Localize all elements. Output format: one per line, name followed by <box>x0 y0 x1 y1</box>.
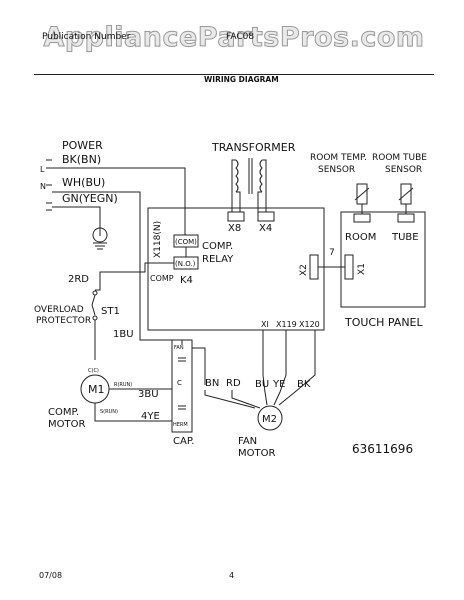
label-fan-motor-2: MOTOR <box>238 448 275 459</box>
transformer: TRANSFORMER <box>211 141 296 212</box>
footer-date: 07/08 <box>39 571 63 580</box>
label-comp-motor-1: COMP. <box>48 407 79 418</box>
label-seven: 7 <box>329 248 335 258</box>
label-c-com: C(C) <box>88 368 99 374</box>
label-no: (N.O.) <box>175 260 196 268</box>
power-plug <box>46 159 52 211</box>
page-header: AppliancePartsPros.com Publication Numbe… <box>34 22 434 84</box>
label-three-bu: 3BU <box>138 389 159 400</box>
label-comp: COMP <box>150 274 174 283</box>
label-bn: BN <box>205 378 219 389</box>
label-st1: ST1 <box>101 306 120 317</box>
page-title: WIRING DIAGRAM <box>204 75 279 84</box>
footer-page-number: 4 <box>229 571 235 580</box>
label-room-temp-1: ROOM TEMP. <box>310 153 367 163</box>
room-connector <box>353 213 371 223</box>
label-wh-bu: WH(BU) <box>62 176 105 189</box>
label-m1: M1 <box>88 383 105 396</box>
label-bk: BK <box>297 379 311 390</box>
tube-connector <box>397 213 415 223</box>
label-fan-motor-1: FAN <box>238 436 257 447</box>
capacitor <box>171 339 193 433</box>
label-one-bu: 1BU <box>113 329 134 340</box>
label-r-run: R(RUN) <box>114 382 132 388</box>
label-herm: HERM <box>173 422 188 428</box>
label-k4: K4 <box>180 275 193 286</box>
label-l: L <box>40 165 45 174</box>
overload-protector-icon <box>91 290 98 321</box>
wire-relay-comp <box>122 262 174 273</box>
label-tube: TUBE <box>391 232 419 243</box>
label-x4: X4 <box>259 223 272 234</box>
label-room: ROOM <box>345 232 376 243</box>
label-bu: BU <box>255 379 269 390</box>
label-xi: XI <box>261 320 269 329</box>
label-room-tube-2: SENSOR <box>385 165 422 175</box>
label-x2: X2 <box>299 264 309 276</box>
label-x120: X120 <box>299 320 320 329</box>
label-room-temp-2: SENSOR <box>318 165 355 175</box>
capacitor-plates <box>178 357 186 410</box>
label-comp-relay-1: COMP. <box>202 241 233 252</box>
label-x119: X119 <box>276 320 297 329</box>
label-comp-motor-2: MOTOR <box>48 419 85 430</box>
wire-fan-cap <box>192 347 206 385</box>
wire-wh-to-cap <box>139 230 183 345</box>
label-comp-relay-2: RELAY <box>202 254 234 265</box>
wire-4ye <box>94 403 172 422</box>
label-x8: X8 <box>228 223 241 234</box>
wire-rd <box>231 390 261 409</box>
wire-bu <box>262 330 268 406</box>
part-number: 63611696 <box>352 442 413 456</box>
label-rd: RD <box>226 378 241 389</box>
label-c: C <box>177 379 182 387</box>
label-gn-yegn: GN(YEGN) <box>62 192 118 205</box>
connector-x4: X4 <box>257 211 275 234</box>
tube-sensor-icon <box>398 183 414 205</box>
control-board <box>147 207 325 331</box>
model-label: FAC08 <box>226 32 255 42</box>
label-four-ye: 4YE <box>141 411 160 422</box>
label-com: (COM) <box>175 238 197 246</box>
label-n: N <box>40 182 46 191</box>
connector-x8: X8 <box>227 211 245 234</box>
wire-2rd <box>95 271 122 291</box>
header-rule <box>34 74 434 75</box>
wire-ye <box>273 330 287 406</box>
label-transformer: TRANSFORMER <box>211 141 296 154</box>
label-power: POWER <box>62 139 103 152</box>
label-touch-panel: TOUCH PANEL <box>344 316 424 329</box>
label-s-run: S(RUN) <box>100 409 118 415</box>
label-m2: M2 <box>262 414 277 425</box>
fan-motor-m2 <box>257 405 283 431</box>
room-sensor-icon <box>354 183 370 205</box>
wire-bn <box>204 390 256 409</box>
wire-wh-power <box>52 191 141 230</box>
ground-icon <box>92 227 108 250</box>
label-cap: CAP. <box>173 436 194 447</box>
connector-x2 <box>309 254 319 280</box>
label-bk-bn: BK(BN) <box>62 153 101 166</box>
label-two-rd: 2RD <box>68 274 89 285</box>
publication-label: Publication Number <box>42 32 131 42</box>
label-x1: X1 <box>357 263 367 275</box>
wire-gn-power <box>52 206 101 228</box>
wire-bk <box>278 330 316 406</box>
wire-bk-power <box>52 167 186 215</box>
label-ye: YE <box>272 379 285 390</box>
watermark: AppliancePartsPros.com <box>43 22 425 54</box>
touch-panel <box>340 211 426 308</box>
label-x118n: X118(N) <box>153 221 163 258</box>
label-overload-1: OVERLOAD <box>34 305 84 315</box>
label-room-tube-1: ROOM TUBE <box>372 153 427 163</box>
connector-x1 <box>344 254 354 280</box>
label-fan: FAN <box>174 345 184 351</box>
label-overload-2: PROTECTOR <box>36 316 91 326</box>
